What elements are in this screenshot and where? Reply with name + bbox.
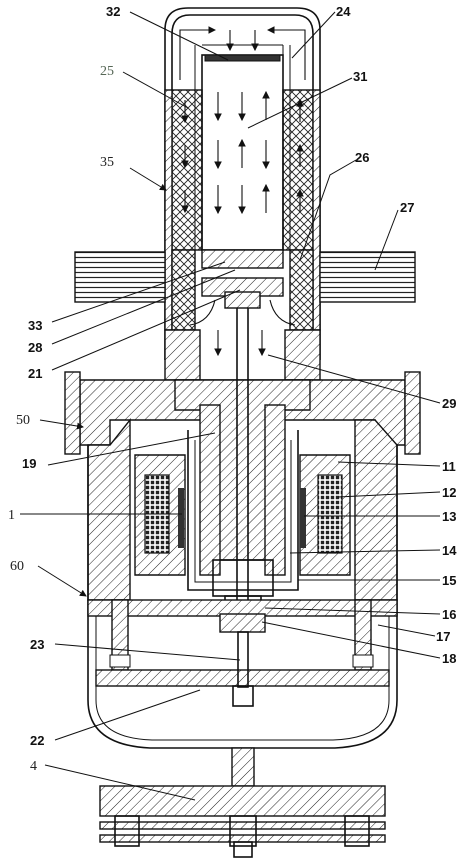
mounting-base xyxy=(99,747,386,858)
part-labels: 32 24 25 31 35 26 27 33 28 21 29 50 19 1… xyxy=(8,4,457,774)
label-22: 22 xyxy=(30,733,44,748)
lower-housing xyxy=(87,445,398,749)
leader-lines xyxy=(20,11,441,801)
label-11: 11 xyxy=(442,459,456,474)
label-26: 26 xyxy=(355,150,369,165)
label-28: 28 xyxy=(28,340,42,355)
label-35: 35 xyxy=(100,155,114,170)
internal-flow-arrows xyxy=(179,26,306,215)
label-60: 60 xyxy=(10,559,24,574)
label-27: 27 xyxy=(400,200,414,215)
label-14: 14 xyxy=(442,543,457,558)
label-16: 16 xyxy=(442,607,456,622)
cooling-fins xyxy=(74,251,416,303)
label-4: 4 xyxy=(30,759,37,774)
coil-right xyxy=(317,474,343,554)
label-13: 13 xyxy=(442,509,456,524)
label-24: 24 xyxy=(336,4,351,19)
label-31: 31 xyxy=(353,69,367,84)
label-33: 33 xyxy=(28,318,42,333)
linear-motor xyxy=(134,291,351,617)
label-12: 12 xyxy=(442,485,456,500)
label-23: 23 xyxy=(30,637,44,652)
cold-heat-exchanger xyxy=(171,89,203,251)
label-29: 29 xyxy=(442,396,456,411)
label-1: 1 xyxy=(8,508,15,523)
label-21: 21 xyxy=(28,366,42,381)
label-15: 15 xyxy=(442,573,456,588)
compressor-head xyxy=(64,329,421,601)
label-19: 19 xyxy=(22,456,36,471)
label-50: 50 xyxy=(16,413,30,428)
label-17: 17 xyxy=(436,629,450,644)
label-25: 25 xyxy=(100,64,114,79)
label-18: 18 xyxy=(442,651,456,666)
label-32: 32 xyxy=(106,4,120,19)
